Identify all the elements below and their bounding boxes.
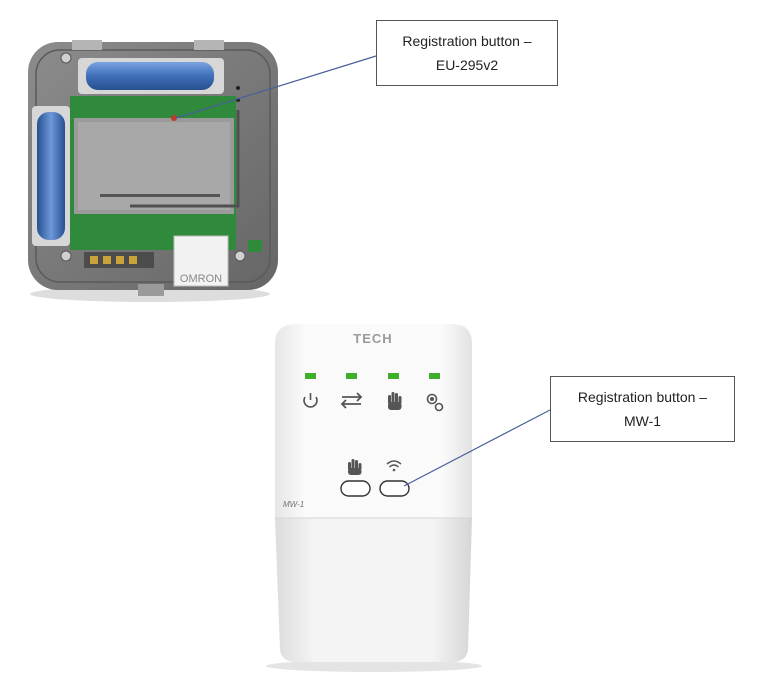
eu295-antenna [130,110,240,208]
eu295-battery-left [37,112,65,240]
eu295-green-pad [248,240,262,252]
mw1-leader-line [403,409,551,487]
callout-eu295: Registration button – EU-295v2 [376,20,558,86]
mw1-brand-logo: TECH [353,331,392,346]
eu295-tab-right [194,40,224,50]
eu295-battery-top [86,62,214,90]
mw1-model-label: MW-1 [283,500,304,509]
wifi-icon [386,460,402,472]
eu295-tab-left [72,40,102,50]
mw1-led-manual [388,373,399,379]
mw1-led-power [305,373,316,379]
mw1-body-upper [275,324,472,518]
callout-mw1-line1: Registration button – [577,389,708,405]
eu295-screw-br [234,250,246,262]
eu295-led [236,86,240,90]
eu295-relay [173,235,229,287]
mw1-led-settings [429,373,440,379]
eu295-screw-tl [60,52,72,64]
power-icon [303,393,318,408]
transfer-arrows-icon [340,392,363,409]
mw1-body-lower [275,518,472,662]
mw1-manual-button[interactable] [340,480,371,497]
callout-mw1: Registration button – MW-1 [550,376,735,442]
eu295-screw-bl [60,250,72,262]
eu295-terminal-pins [90,256,137,264]
eu295-relay-label: OMRON [180,273,222,285]
eu295-leader-line [175,55,377,119]
mw1-led-transfer [346,373,357,379]
mw1-device: TECH [266,324,482,672]
button-hand-icon [348,459,362,475]
callout-eu295-line1: Registration button – [402,33,532,49]
mw1-registration-button[interactable] [379,480,410,497]
mw1-shadow [266,660,482,672]
eu295-bottom-clip [138,284,164,296]
callout-eu295-line2: EU-295v2 [435,57,499,73]
callout-mw1-line2: MW-1 [623,413,662,429]
gears-icon [426,393,444,412]
eu295-device: OMRON [28,40,278,302]
eu295-registration-button[interactable] [171,115,177,121]
hand-icon [388,392,402,410]
eu295-pin-row [100,194,220,197]
